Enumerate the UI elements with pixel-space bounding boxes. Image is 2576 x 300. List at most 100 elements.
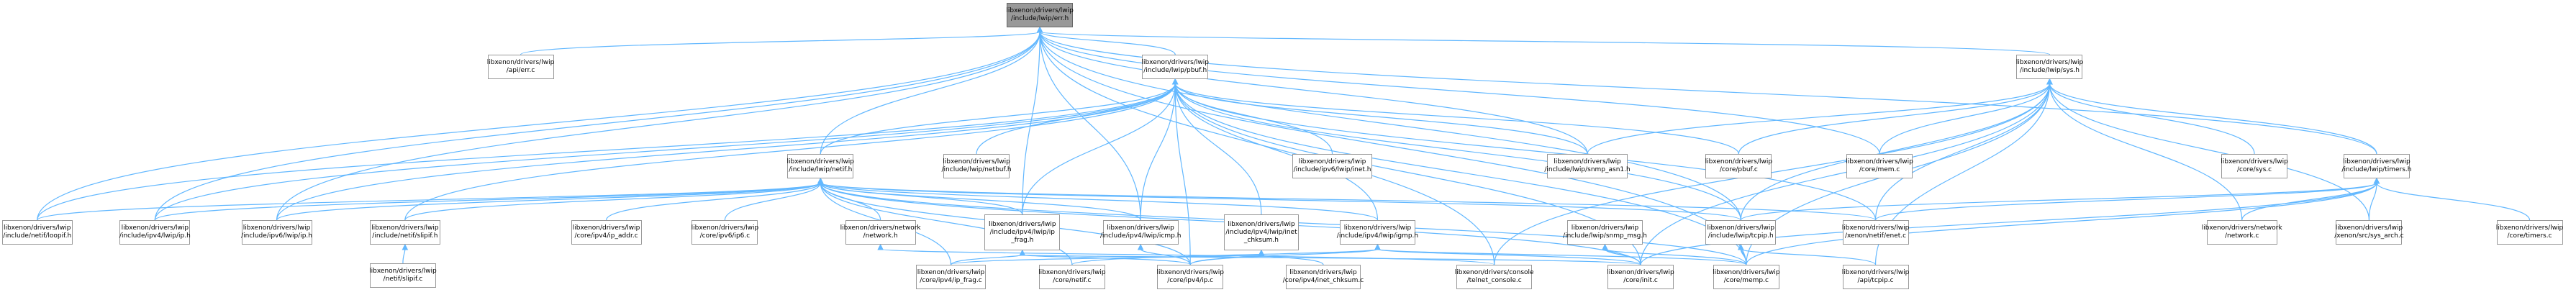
file-node-label-line: libxenon/drivers/lwip (1713, 269, 1780, 276)
edge-loopif_h-to-err_h (37, 31, 1040, 221)
edge-loopif_h-to-pbuf_h (37, 83, 1176, 221)
file-node-label-line: /include/netif/loopif.h (3, 232, 72, 240)
file-node-label-line: libxenon/drivers/lwip (1107, 224, 1174, 232)
edge-ip_frag_h-to-pbuf_h (1022, 83, 1176, 215)
edge-netif_h-to-pbuf_h (820, 83, 1176, 155)
file-node-label-line: /include/netif/slipif.h (372, 232, 438, 240)
file-node-ip-c[interactable]: libxenon/drivers/lwip/core/ipv4/ip.c (1156, 265, 1224, 289)
edge-enet_c-to-sys_h (1874, 83, 2051, 221)
file-node-label-line: /xenon/netif/enet.c (1844, 232, 1907, 240)
edge-api_err_c-to-err_h (520, 31, 1040, 55)
edge-ipv6_ip_h-to-pbuf_h (276, 83, 1176, 221)
file-node-slipif-h[interactable]: libxenon/drivers/lwip/include/netif/slip… (369, 220, 440, 245)
file-node-timers-h[interactable]: libxenon/drivers/lwip/include/lwip/timer… (2341, 154, 2412, 178)
edge-timers_h-to-err_h (1039, 31, 2377, 155)
file-node-label-line: /core/ipv4/inet_chksum.c (1282, 277, 1364, 284)
file-node-sys-arch-c[interactable]: libxenon/drivers/lwip/xenon/src/sys_arch… (2334, 220, 2404, 245)
file-node-ip-frag-h[interactable]: libxenon/drivers/lwip/include/ipv4/lwip/… (984, 214, 1061, 250)
file-node-label-line: libxenon/drivers/network (2201, 224, 2282, 232)
file-node-icmp-h[interactable]: libxenon/drivers/lwip/include/ipv4/lwip/… (1100, 220, 1181, 245)
file-node-ip-frag-c[interactable]: libxenon/drivers/lwip/core/ipv4/ip_frag.… (915, 265, 987, 289)
file-node-ipv6-inet-h[interactable]: libxenon/drivers/lwip/include/ipv6/lwip/… (1292, 154, 1373, 178)
edge-ip_c-to-igmp_h (1189, 248, 1379, 265)
edge-init_c-to-sys_h (1640, 83, 2051, 265)
file-node-ipv4-ip-h[interactable]: libxenon/drivers/lwip/include/ipv4/lwip/… (119, 220, 191, 245)
file-node-netif-slipif-c[interactable]: libxenon/drivers/lwip/netif/slipif.c (369, 263, 437, 288)
file-node-ip6-c[interactable]: libxenon/drivers/lwip/core/ipv6/ip6.c (691, 220, 758, 245)
file-node-tcpip-h[interactable]: libxenon/drivers/lwip/include/lwip/tcpip… (1705, 220, 1777, 245)
file-node-tcpip-c[interactable]: libxenon/drivers/lwip/api/tcpip.c (1841, 265, 1910, 289)
edge-arrowhead (1171, 78, 1179, 85)
file-node-snmp-asn1-h[interactable]: libxenon/drivers/lwip/include/lwip/snmp_… (1544, 154, 1631, 178)
edge-icmp_h-to-err_h (1039, 31, 1141, 221)
file-node-memp-c[interactable]: libxenon/drivers/lwip/core/memp.c (1713, 265, 1780, 289)
file-node-label-line: /include/lwip/tcpip.h (1707, 232, 1774, 240)
edge-igmp_h-to-pbuf_h (1174, 83, 1379, 221)
file-node-pbuf-h[interactable]: libxenon/drivers/lwip/include/lwip/pbuf.… (1141, 55, 1209, 79)
file-node-label-line: libxenon/drivers/lwip (691, 224, 759, 232)
file-node-label-line: libxenon/drivers/lwip (1141, 59, 1209, 66)
edge-ipv4_ip_h-to-pbuf_h (154, 83, 1176, 221)
file-node-label-line: /core/ipv4/ip_frag.c (920, 277, 982, 284)
file-node-label-line: libxenon/drivers/lwip (1841, 269, 1910, 276)
file-node-inet-chksum-h[interactable]: libxenon/drivers/lwip/include/ipv4/lwip/… (1223, 214, 1300, 250)
edge-igmp_h-to-netif_h (820, 182, 1379, 221)
edge-inet_chksum_h-to-pbuf_h (1174, 83, 1262, 215)
edge-tcpip_h-to-netif_h (820, 182, 1741, 221)
edge-ip_frag_c-to-inet_chksum_h (950, 254, 1262, 265)
file-node-loopif-h[interactable]: libxenon/drivers/lwip/include/netif/loop… (1, 220, 73, 245)
file-node-core-mem-c[interactable]: libxenon/drivers/lwip/core/mem.c (1846, 154, 1913, 178)
file-node-label-line: /core/sys.c (2237, 166, 2272, 173)
file-node-ipv6-ip-h[interactable]: libxenon/drivers/lwip/include/ipv6/lwip/… (241, 220, 312, 245)
file-node-enet-c[interactable]: libxenon/drivers/lwip/xenon/netif/enet.c (1841, 220, 1910, 245)
edge-ipv6_ip_h-to-netif_h (276, 182, 821, 221)
edge-ipv4_ip_h-to-err_h (154, 31, 1040, 221)
file-node-label-line: /include/ipv4/lwip/igmp.h (1336, 232, 1419, 240)
edge-core_pbuf_c-to-pbuf_h (1174, 83, 1739, 155)
file-node-label-line: /include/lwip/snmp_msg.h (1563, 232, 1647, 240)
file-node-label-line: libxenon/drivers/lwip (786, 158, 855, 165)
file-node-label-line: _chksum.h (1243, 236, 1279, 244)
file-node-api-err-c[interactable]: libxenon/drivers/lwip/api/err.c (487, 55, 554, 79)
file-node-ip-addr-c[interactable]: libxenon/drivers/lwip/core/ipv4/ip_addr.… (571, 220, 642, 245)
file-node-core-pbuf-c[interactable]: libxenon/drivers/lwip/core/pbuf.c (1705, 154, 1772, 178)
edge-arrowhead (2373, 177, 2380, 184)
file-node-core-sys-c[interactable]: libxenon/drivers/lwip/core/sys.c (2221, 154, 2288, 178)
edge-tcpip_h-to-sys_h (1740, 83, 2051, 221)
file-node-inet-chksum-c[interactable]: libxenon/drivers/lwip/core/ipv4/inet_chk… (1282, 265, 1364, 289)
file-node-label-line: libxenon/drivers/lwip (1343, 224, 1412, 232)
file-node-init-c[interactable]: libxenon/drivers/lwip/core/init.c (1607, 265, 1674, 289)
file-node-label-line: libxenon/drivers/lwip (242, 224, 311, 232)
file-node-label-line: libxenon/drivers/console (1454, 269, 1534, 276)
file-node-label-line: /include/ipv6/lwip/inet.h (1293, 166, 1371, 173)
file-node-label-line: libxenon/drivers/network (840, 224, 921, 232)
file-node-netif-h[interactable]: libxenon/drivers/lwip/include/lwip/netif… (786, 154, 855, 178)
file-node-label-line: libxenon/drivers/lwip (1554, 158, 1621, 165)
edge-ip6_c-to-netif_h (724, 182, 821, 221)
edge-loopif_h-to-netif_h (37, 182, 821, 221)
edge-slipif_h-to-pbuf_h (404, 83, 1176, 221)
file-node-label-line: libxenon/drivers/lwip (1006, 7, 1074, 14)
file-node-netif-c[interactable]: libxenon/drivers/lwip/core/netif.c (1038, 265, 1106, 289)
file-node-telnet-console-c[interactable]: libxenon/drivers/console/telnet_console.… (1454, 265, 1534, 289)
edge-memp_c-to-snmp_msg_h (1604, 248, 1747, 265)
file-node-network-h[interactable]: libxenon/drivers/network/network.h (840, 220, 921, 245)
file-node-snmp-msg-h[interactable]: libxenon/drivers/lwip/include/lwip/snmp_… (1563, 220, 1647, 245)
file-node-label-line: libxenon/drivers/lwip (1841, 224, 1910, 232)
edge-tcpip_h-to-err_h (1039, 31, 1741, 221)
edge-arrowhead (1602, 243, 1608, 250)
edge-memp_c-to-igmp_h (1377, 248, 1747, 265)
file-node-label-line: libxenon/drivers/lwip (917, 269, 985, 276)
edge-timers_h-to-sys_h (2049, 83, 2377, 155)
file-node-label-line: libxenon/drivers/lwip (371, 224, 439, 232)
file-node-igmp-h[interactable]: libxenon/drivers/lwip/include/ipv4/lwip/… (1336, 220, 1419, 245)
edge-arrowhead (877, 243, 884, 250)
file-node-network-c[interactable]: libxenon/drivers/network/network.c (2202, 220, 2282, 245)
edge-tcpip_c-to-tcpip_h (1740, 248, 1877, 265)
file-node-sys-h[interactable]: libxenon/drivers/lwip/include/lwip/sys.h (2015, 55, 2084, 79)
file-node-timers-c[interactable]: libxenon/drivers/lwip/core/timers.c (2496, 220, 2563, 245)
file-node-label-line: libxenon/drivers/lwip (2015, 59, 2084, 66)
file-node-label-line: /include/lwip/err.h (1010, 15, 1069, 22)
file-node-netbuf-h[interactable]: libxenon/drivers/lwip/include/lwip/netbu… (942, 154, 1012, 178)
